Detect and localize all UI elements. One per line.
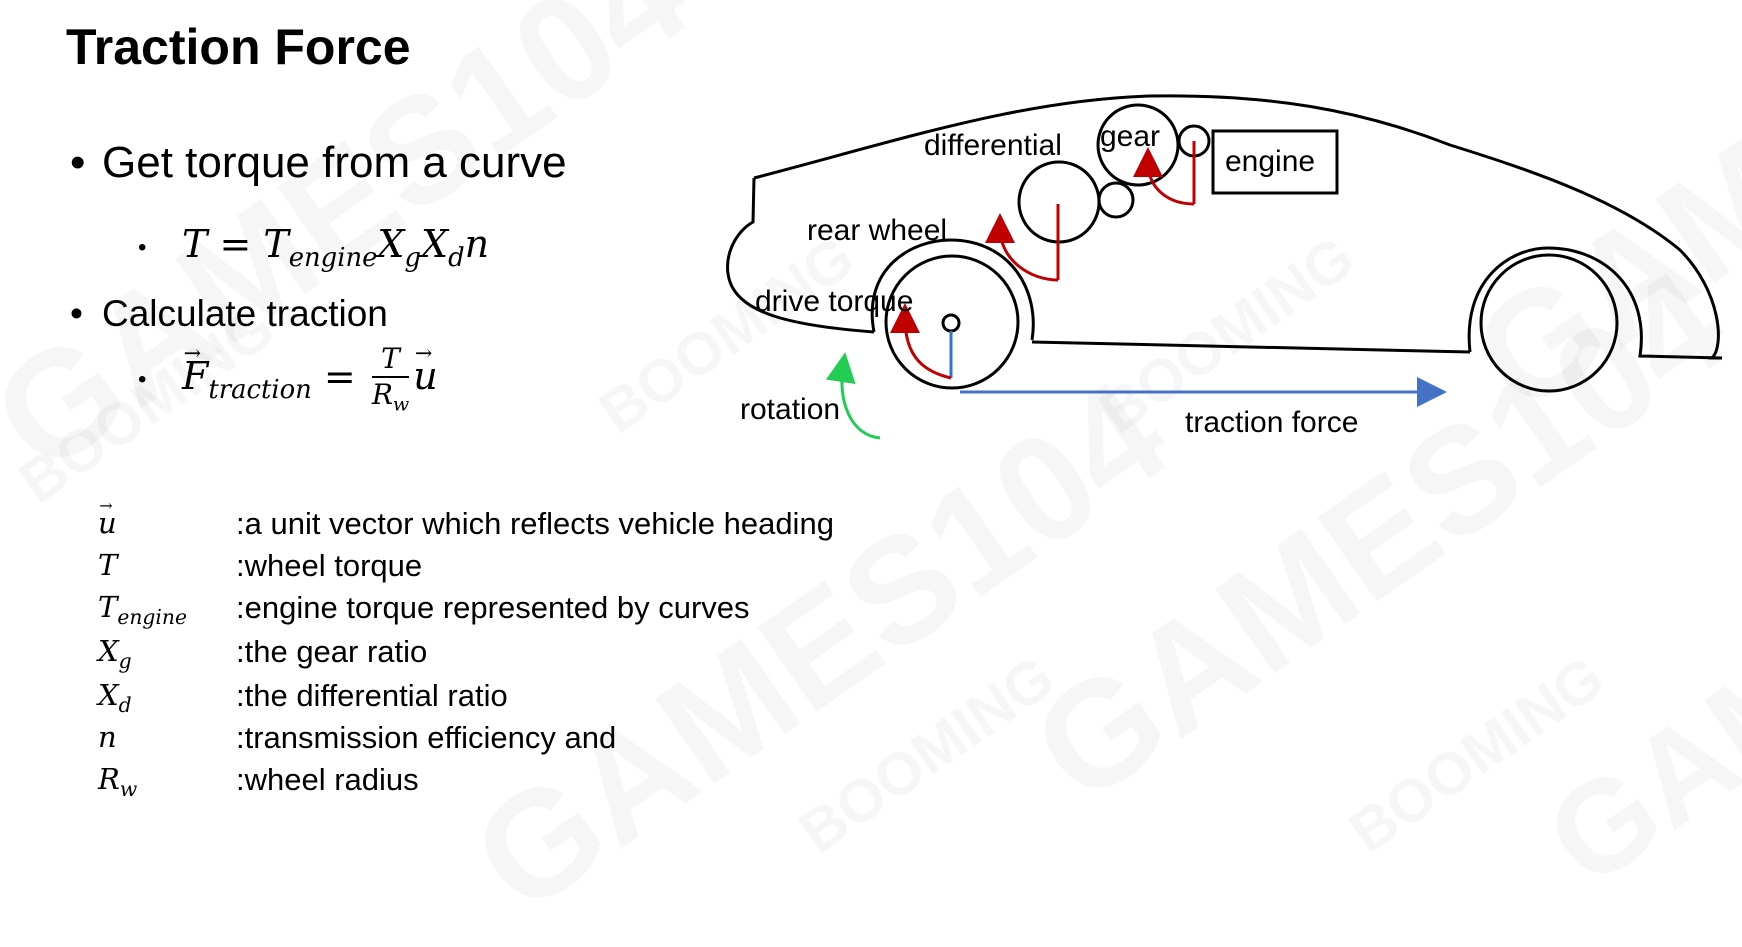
legend-description: :wheel radius: [236, 762, 419, 797]
formula-n: n: [464, 222, 490, 266]
formula-torque: • T = TengineXgXdn: [138, 222, 489, 273]
sub-bullet-dot: •: [138, 233, 147, 261]
slide-title: Traction Force: [66, 19, 411, 75]
legend-description: :transmission efficiency and: [236, 720, 617, 755]
label-drive-torque: drive torque: [755, 285, 913, 318]
front-wheel: [1479, 253, 1619, 393]
front-wheel-arch: [1467, 246, 1723, 360]
label-engine: engine: [1225, 145, 1315, 178]
legend-row: u :a unit vector which reflects vehicle …: [98, 496, 998, 546]
legend-symbol: Xg: [98, 634, 132, 674]
label-traction-force: traction force: [1185, 406, 1358, 439]
bullet-calculate-traction: • Calculate traction: [70, 293, 388, 335]
formula-t-engine: Tengine: [263, 222, 378, 274]
legend-symbol: n: [98, 720, 117, 754]
legend-row: n :transmission efficiency and: [98, 720, 998, 760]
torque-arrow-wheel: [890, 303, 952, 380]
legend-row: Tengine :engine torque represented by cu…: [98, 590, 998, 630]
legend-description: :wheel torque: [236, 548, 423, 583]
rotation-arrow: [825, 352, 881, 440]
label-differential: differential: [924, 129, 1062, 162]
rear-wheel-arch: [870, 238, 1035, 341]
idler-gear: [1097, 181, 1135, 219]
legend-row: Xd :the differential ratio: [98, 678, 998, 718]
formula-f-traction: Ftraction: [182, 341, 312, 405]
legend-description: :engine torque represented by curves: [236, 590, 750, 625]
legend-symbol: Tengine: [98, 590, 187, 630]
legend-symbol: u: [98, 496, 117, 545]
formula-lhs: T: [182, 222, 208, 266]
bullet-text: Get torque from a curve: [102, 138, 567, 187]
formula-equals: =: [323, 354, 356, 399]
legend-description: :the gear ratio: [236, 634, 428, 669]
bullet-dot: •: [70, 293, 83, 334]
car-body-outline: [726, 94, 1722, 360]
engine-box: [1211, 129, 1339, 195]
legend-description: :the differential ratio: [236, 678, 508, 713]
legend-row: T :wheel torque: [98, 548, 998, 588]
formula-xd: Xd: [421, 222, 465, 274]
legend-row: Rw :wheel radius: [98, 762, 998, 802]
label-rear-wheel: rear wheel: [807, 214, 947, 247]
formula-traction: • Ftraction = TRwu: [138, 341, 438, 416]
bullet-text: Calculate traction: [102, 293, 388, 334]
legend-description: :a unit vector which reflects vehicle he…: [236, 506, 834, 541]
bullet-dot: •: [70, 138, 86, 187]
bullet-torque-curve: • Get torque from a curve: [70, 138, 567, 188]
car-bottom-line: [1031, 340, 1471, 354]
rear-wheel: [884, 254, 1020, 390]
label-gear: gear: [1100, 120, 1160, 153]
torque-arrow-gear: [1133, 147, 1195, 206]
formula-equals: =: [219, 222, 252, 266]
formula-xg: Xg: [377, 222, 421, 274]
torque-arrow-differential: [985, 213, 1059, 282]
legend-symbol: Rw: [98, 762, 138, 802]
formula-unit-vector: u: [413, 341, 437, 398]
legend-symbol: Xd: [98, 678, 132, 718]
rear-axle: [941, 313, 961, 333]
legend-symbol: T: [98, 548, 118, 582]
sub-bullet-dot: •: [138, 365, 147, 393]
label-rotation: rotation: [740, 393, 840, 426]
legend-row: Xg :the gear ratio: [98, 634, 998, 674]
car-diagram: differential gear engine rear wheel driv…: [726, 94, 1723, 440]
